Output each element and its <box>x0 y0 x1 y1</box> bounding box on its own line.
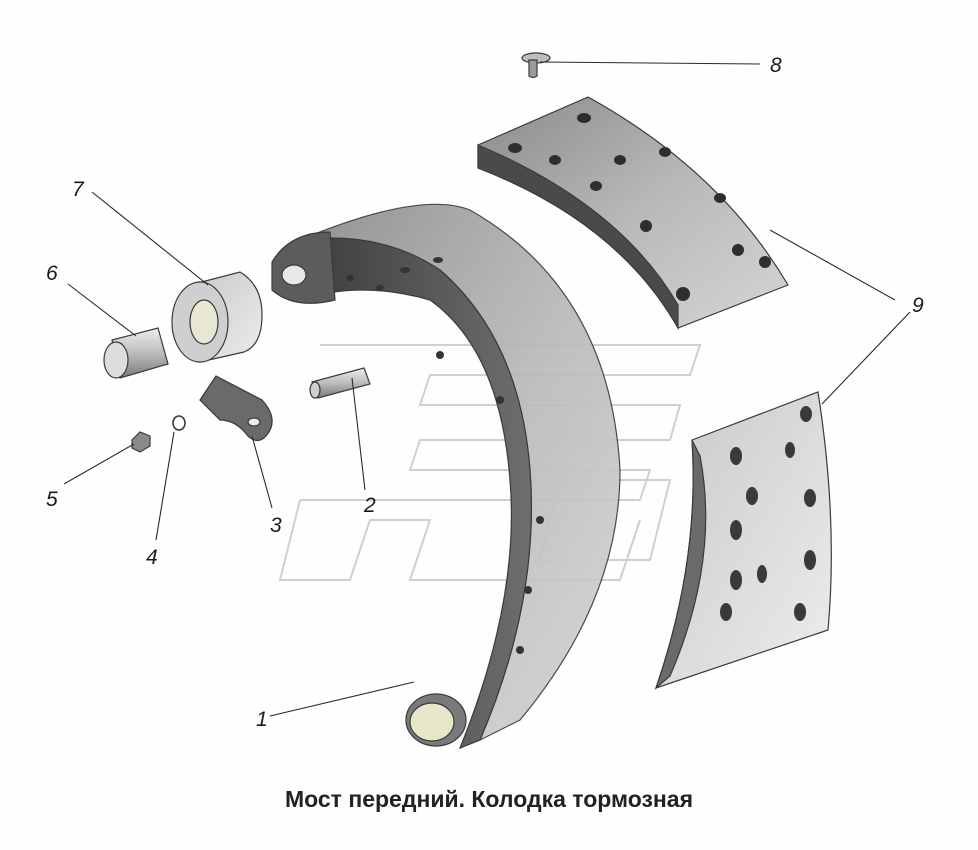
brake-lining-lower <box>654 391 832 690</box>
nut-part <box>131 431 151 453</box>
callout-1: 1 <box>256 708 268 731</box>
callout-9: 9 <box>912 294 924 317</box>
washer-part <box>172 415 186 431</box>
pin-part <box>309 367 371 399</box>
callout-6: 6 <box>46 262 58 285</box>
rivet-part <box>521 52 551 79</box>
callout-8: 8 <box>770 54 782 77</box>
leader-lines <box>63 61 911 717</box>
diagram-caption: Мост передний. Колодка тормозная <box>284 786 694 812</box>
roller-part <box>171 271 263 363</box>
brake-lining-upper <box>477 96 789 331</box>
brake-shoe-part <box>271 203 621 750</box>
bushing-part <box>103 327 169 379</box>
callout-4: 4 <box>146 546 158 569</box>
callout-2: 2 <box>363 494 376 517</box>
callout-7: 7 <box>72 178 85 201</box>
plate-part <box>199 375 273 442</box>
callout-labels: 1 2 3 4 5 6 7 8 9 <box>46 54 924 731</box>
callout-3: 3 <box>270 514 282 537</box>
callout-5: 5 <box>46 488 58 511</box>
